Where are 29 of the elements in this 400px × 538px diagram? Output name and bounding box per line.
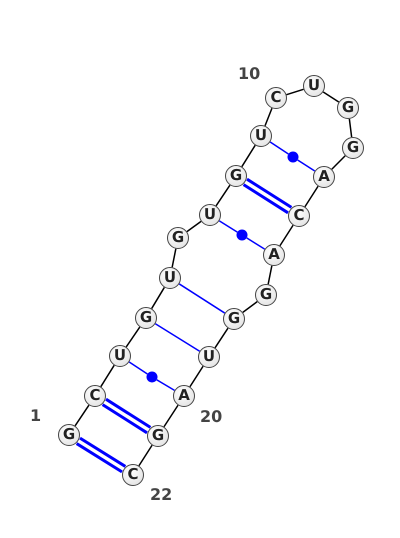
pair-dot	[236, 230, 248, 240]
position-number: 1	[30, 406, 42, 425]
nucleotide-circle: U	[250, 125, 272, 147]
nucleotide-circle: G	[223, 308, 245, 330]
pair-dot	[146, 372, 158, 382]
nucleotide-circle: A	[173, 385, 195, 407]
nucleotide-circle: G	[167, 227, 189, 249]
nucleotide-circle: C	[84, 385, 106, 407]
nucleotide-circle: C	[265, 87, 287, 109]
position-number: 20	[200, 407, 222, 426]
nucleotide-circle: U	[303, 75, 325, 97]
nucleotide-circle: G	[135, 307, 157, 329]
nucleotide-circle: C	[122, 464, 144, 486]
nucleotide-circle: G	[58, 424, 80, 446]
nucleotide-circle: U	[199, 204, 221, 226]
position-number: 10	[238, 64, 260, 83]
nucleotide-circle: G	[342, 137, 364, 159]
nucleotide-circle: G	[337, 97, 359, 119]
pair-dot	[288, 152, 298, 162]
nucleotide-circle: A	[263, 244, 285, 266]
nucleotide-circle: C	[288, 205, 310, 227]
nucleotide-circle: U	[198, 346, 220, 368]
nucleotide-circle: G	[225, 165, 247, 187]
nucleotide-circle: U	[159, 267, 181, 289]
position-number: 22	[150, 485, 172, 504]
nucleotide-circle: G	[147, 425, 169, 447]
nucleotide-circle: U	[109, 345, 131, 367]
nucleotide-circle: A	[313, 166, 335, 188]
nucleotide-circle: G	[255, 284, 277, 306]
